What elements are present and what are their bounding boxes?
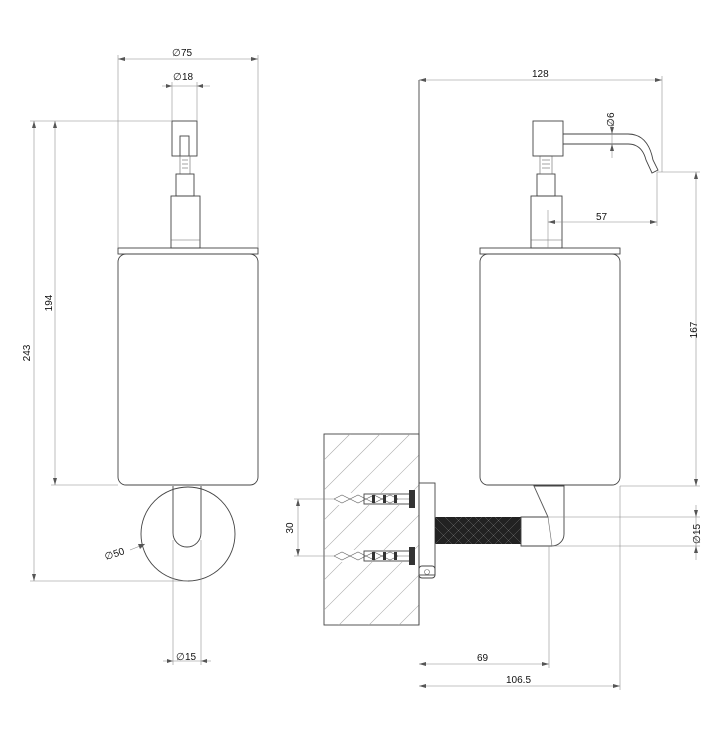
spout	[563, 133, 659, 174]
dim-arm-diameter: 15	[185, 652, 197, 663]
dim-rosette-diameter: 50	[112, 546, 126, 560]
dim-diameter-symbol: ∅	[692, 535, 703, 544]
container-body	[117, 253, 259, 486]
dim-body-width: 75	[181, 48, 193, 59]
front-view: ∅ 75 ∅ 18 243 194 ∅ 50	[22, 48, 259, 665]
dim-spout-height: 167	[689, 321, 700, 338]
pump-head	[171, 120, 198, 157]
dim-body-height: 194	[44, 294, 55, 311]
dim-spout-reach: 57	[596, 212, 608, 223]
support-arm	[172, 486, 202, 548]
dim-arm-diameter-side: 15	[692, 523, 703, 535]
dim-diameter-symbol: ∅	[176, 652, 185, 663]
dim-total-height: 243	[22, 344, 33, 361]
pump-nozzle	[179, 135, 190, 157]
dim-diameter-symbol: ∅	[606, 118, 617, 127]
dim-fixing-spacing: 30	[285, 522, 296, 534]
wall-rosette	[140, 486, 236, 582]
wall-bracket	[418, 482, 436, 576]
side-view: 128 ∅ 6 57 167 ∅ 15	[285, 69, 703, 690]
dim-diameter-symbol: ∅	[172, 48, 181, 59]
wall-anchor-bottom	[333, 547, 415, 565]
dim-total-depth: 128	[532, 69, 549, 80]
cap	[117, 247, 259, 255]
dim-diameter-symbol: ∅	[103, 550, 115, 563]
dim-diameter-symbol: ∅	[173, 72, 182, 83]
pump-head-side	[532, 120, 564, 157]
wall-anchor-top	[333, 490, 415, 508]
dim-arm-projection: 69	[477, 653, 489, 664]
cap-side	[479, 247, 621, 255]
container-body-side	[479, 253, 621, 486]
dim-body-projection: 106.5	[506, 675, 531, 686]
support-elbow	[520, 485, 565, 547]
dim-pump-width: 18	[182, 72, 194, 83]
pump-column	[175, 173, 195, 197]
dim-spout-diameter: 6	[606, 112, 617, 118]
